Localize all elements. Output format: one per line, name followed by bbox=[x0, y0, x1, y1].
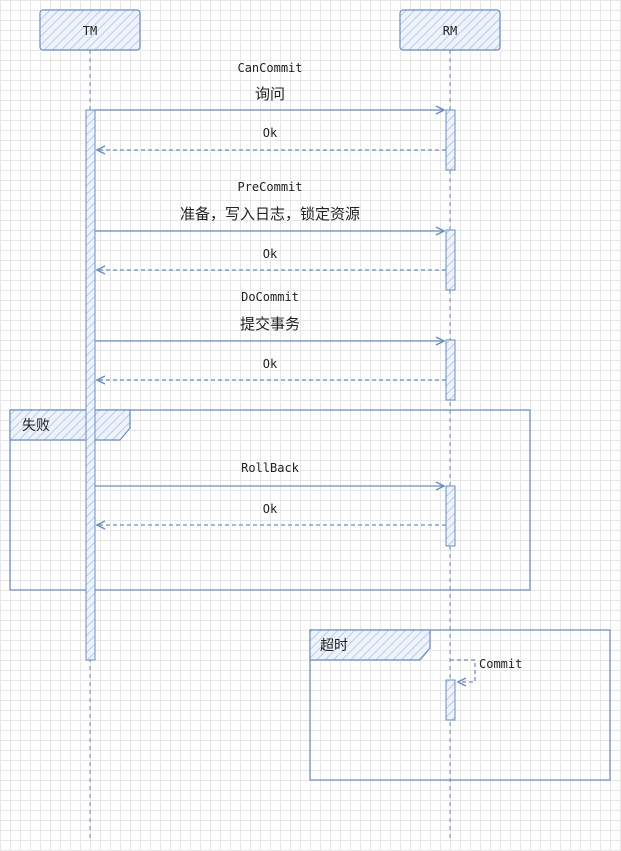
message-precommit-label: PreCommit bbox=[237, 180, 302, 194]
rm-activation-precommit bbox=[445, 229, 456, 291]
reply-precommit-label: Ok bbox=[263, 247, 278, 261]
message-cancommit[interactable]: CanCommit 询问 bbox=[95, 61, 444, 110]
reply-docommit-label: Ok bbox=[263, 357, 278, 371]
participant-rm[interactable]: RM bbox=[399, 9, 501, 51]
participant-rm-label: RM bbox=[443, 24, 457, 38]
participant-tm-label: TM bbox=[83, 24, 97, 38]
self-message-commit-label: Commit bbox=[479, 657, 522, 671]
tm-activation bbox=[85, 109, 96, 661]
message-docommit-label: DoCommit bbox=[241, 290, 299, 304]
reply-rollback[interactable]: Ok bbox=[97, 502, 446, 525]
message-cancommit-label: CanCommit bbox=[237, 61, 302, 75]
failure-fragment-label: 失败 bbox=[22, 418, 50, 434]
reply-precommit[interactable]: Ok bbox=[97, 247, 446, 270]
rm-activation-commit bbox=[445, 679, 456, 721]
reply-docommit[interactable]: Ok bbox=[97, 357, 446, 380]
message-cancommit-desc: 询问 bbox=[255, 85, 285, 103]
reply-cancommit-label: Ok bbox=[263, 126, 278, 140]
timeout-fragment[interactable]: 超时 bbox=[309, 629, 611, 781]
message-docommit[interactable]: DoCommit 提交事务 bbox=[95, 290, 444, 341]
message-rollback-label: RollBack bbox=[241, 461, 300, 475]
message-rollback[interactable]: RollBack bbox=[95, 461, 444, 486]
message-docommit-desc: 提交事务 bbox=[240, 315, 300, 333]
rm-activation-cancommit bbox=[445, 109, 456, 171]
message-precommit-desc: 准备，写入日志，锁定资源 bbox=[180, 205, 360, 223]
failure-fragment[interactable]: 失败 bbox=[9, 409, 531, 591]
rm-activation-rollback bbox=[445, 485, 456, 547]
participant-tm[interactable]: TM bbox=[39, 9, 141, 51]
self-message-commit[interactable]: Commit bbox=[450, 657, 522, 682]
rm-activation-docommit bbox=[445, 339, 456, 401]
reply-rollback-label: Ok bbox=[263, 502, 278, 516]
message-precommit[interactable]: PreCommit 准备，写入日志，锁定资源 bbox=[95, 180, 444, 231]
timeout-fragment-label: 超时 bbox=[320, 638, 348, 654]
reply-cancommit[interactable]: Ok bbox=[97, 126, 446, 150]
